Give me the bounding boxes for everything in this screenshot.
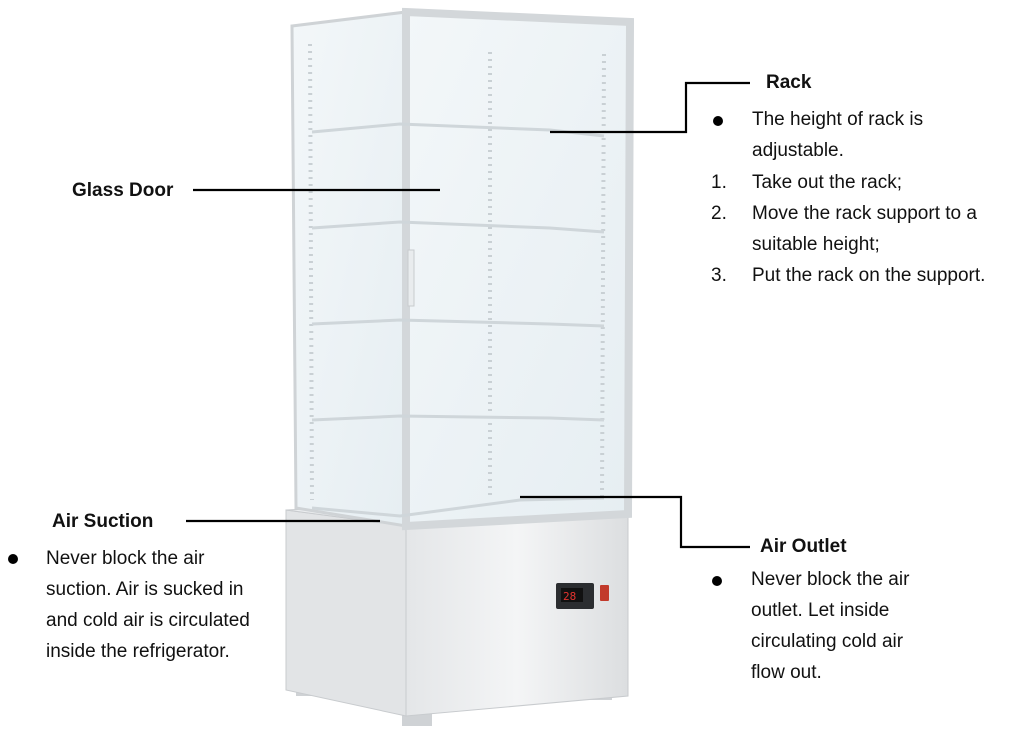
air-outlet-title: Air Outlet bbox=[760, 536, 847, 557]
bottom-grille bbox=[311, 496, 605, 518]
air-outlet-leader bbox=[520, 495, 750, 549]
rack-step-2-text: Move the rack support to a suitable heig… bbox=[752, 203, 977, 255]
rack-bullet-text: The height of rack is adjustable. bbox=[752, 109, 924, 161]
rack-bullet-dot bbox=[713, 116, 723, 126]
air-suction-bullet-dot bbox=[8, 554, 18, 564]
rack-title: Rack bbox=[766, 72, 812, 93]
rack-step-1-text: Take out the rack; bbox=[752, 172, 902, 193]
front-glass-door bbox=[402, 7, 635, 531]
controller-screen bbox=[561, 588, 583, 602]
door-handle bbox=[407, 249, 415, 307]
rack-step-2-num: 2. bbox=[711, 203, 727, 224]
base-front bbox=[405, 513, 629, 717]
shelves bbox=[311, 122, 605, 518]
controller-reading: 28 bbox=[563, 590, 576, 603]
power-switch bbox=[600, 585, 609, 601]
base-side bbox=[285, 509, 407, 717]
rack-leader bbox=[550, 81, 750, 134]
rack-step-1-num: 1. bbox=[711, 172, 727, 193]
shelf-4 bbox=[311, 414, 605, 422]
shelf-2 bbox=[311, 220, 605, 234]
leader-lines bbox=[186, 81, 750, 549]
shelf-3 bbox=[311, 318, 605, 328]
air-suction-title: Air Suction bbox=[52, 511, 154, 532]
rack-step-3-num: 3. bbox=[711, 265, 727, 286]
air-outlet-bullet-text: Never block the air outlet. Let inside c… bbox=[751, 569, 910, 683]
air-outlet-bullet-dot bbox=[712, 576, 722, 586]
rack-step-3-text: Put the rack on the support. bbox=[752, 265, 986, 286]
air-suction-bullet-text: Never block the air suction. Air is suck… bbox=[46, 548, 250, 662]
glass-door-title: Glass Door bbox=[72, 180, 174, 201]
